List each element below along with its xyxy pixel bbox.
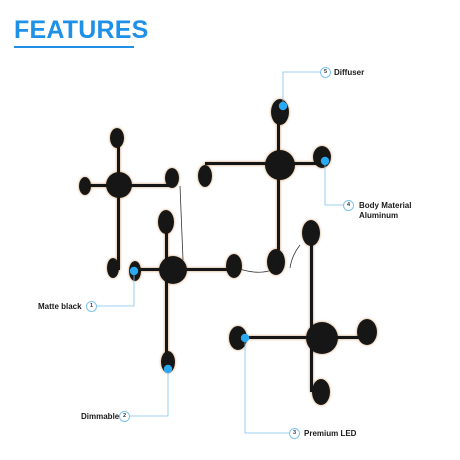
wire-c xyxy=(289,244,301,269)
callout-dots xyxy=(129,101,330,374)
led-disc xyxy=(226,254,242,278)
feature-number-badge: 1 xyxy=(86,301,97,312)
feature-number-badge: 5 xyxy=(320,67,331,78)
page-title: FEATURES xyxy=(14,16,149,44)
arm xyxy=(205,162,323,165)
led-disc xyxy=(107,258,119,278)
leader-line-premium-led xyxy=(244,338,289,434)
fixture-middle xyxy=(129,210,242,373)
led-disc xyxy=(110,128,124,148)
arm xyxy=(310,232,313,392)
arm xyxy=(238,336,368,339)
leader-lines xyxy=(97,71,343,434)
led-disc xyxy=(165,168,179,188)
feature-number-badge: 4 xyxy=(343,200,354,211)
feature-label-matte-black: Matte black xyxy=(38,302,82,311)
fixture-top-right xyxy=(198,99,331,275)
fixture-top-left xyxy=(79,128,179,278)
led-disc xyxy=(198,165,212,187)
leader-line-diffuser xyxy=(282,71,320,106)
feature-label-body-material: Body Material xyxy=(359,201,412,210)
arm xyxy=(117,140,120,270)
arm xyxy=(138,268,236,271)
leader-line-body-material xyxy=(324,161,343,206)
feature-label-dimmable: Dimmable xyxy=(81,412,120,421)
hub xyxy=(106,172,132,198)
feature-label-body-material-line2: Aluminum xyxy=(359,211,399,220)
hub xyxy=(159,256,187,284)
led-disc xyxy=(271,99,289,125)
feature-label-premium-led: Premium LED xyxy=(304,429,357,438)
feature-label-diffuser: Diffuser xyxy=(334,68,365,77)
hub xyxy=(306,322,338,354)
led-disc xyxy=(313,146,331,168)
led-disc xyxy=(302,220,320,246)
fixture-bottom-right xyxy=(229,220,377,405)
arm xyxy=(277,114,280,250)
led-disc xyxy=(357,319,377,345)
leader-line-matte-black xyxy=(97,271,135,307)
arm xyxy=(165,222,168,370)
leader-line-dimmable xyxy=(130,369,169,417)
feature-number-badge: 3 xyxy=(289,428,300,439)
led-disc xyxy=(229,326,247,350)
callout-dot-premium-led xyxy=(240,333,250,343)
feature-number-badge: 2 xyxy=(119,411,130,422)
callout-dot-body-material xyxy=(320,156,330,166)
wire-a xyxy=(179,185,184,261)
led-disc xyxy=(267,249,285,275)
title-underline xyxy=(14,46,134,48)
callout-dot-diffuser xyxy=(278,101,288,111)
hub xyxy=(265,150,295,180)
callout-dot-dimmable xyxy=(163,364,173,374)
led-disc xyxy=(79,177,91,195)
callout-dot-matte-black xyxy=(129,266,139,276)
led-disc xyxy=(158,210,174,234)
led-disc xyxy=(312,379,330,405)
